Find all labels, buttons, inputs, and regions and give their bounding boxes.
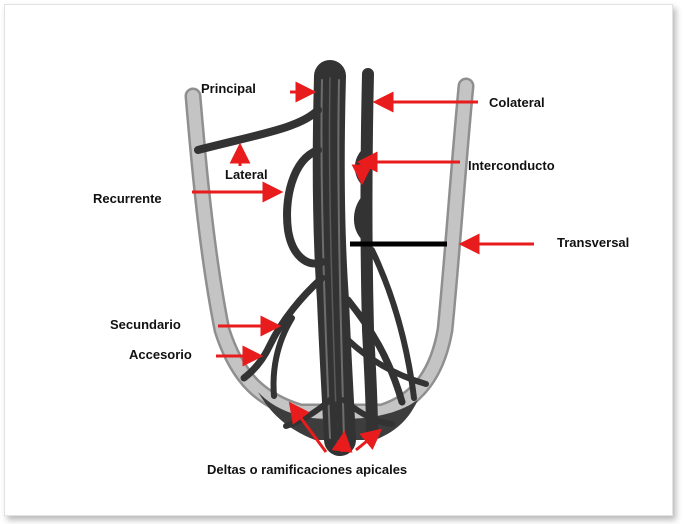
- label-lateral: Lateral: [225, 167, 268, 183]
- canal-system: [198, 74, 426, 440]
- label-transversal: Transversal: [557, 235, 629, 251]
- label-deltas: Deltas o ramificaciones apicales: [207, 462, 407, 478]
- label-recurrente: Recurrente: [93, 191, 162, 207]
- label-accesorio: Accesorio: [129, 347, 192, 363]
- label-principal: Principal: [201, 81, 256, 97]
- label-colateral: Colateral: [489, 95, 545, 111]
- label-interconducto: Interconducto: [468, 158, 555, 174]
- label-secundario: Secundario: [110, 317, 181, 333]
- arrow-delta-center: [342, 436, 344, 452]
